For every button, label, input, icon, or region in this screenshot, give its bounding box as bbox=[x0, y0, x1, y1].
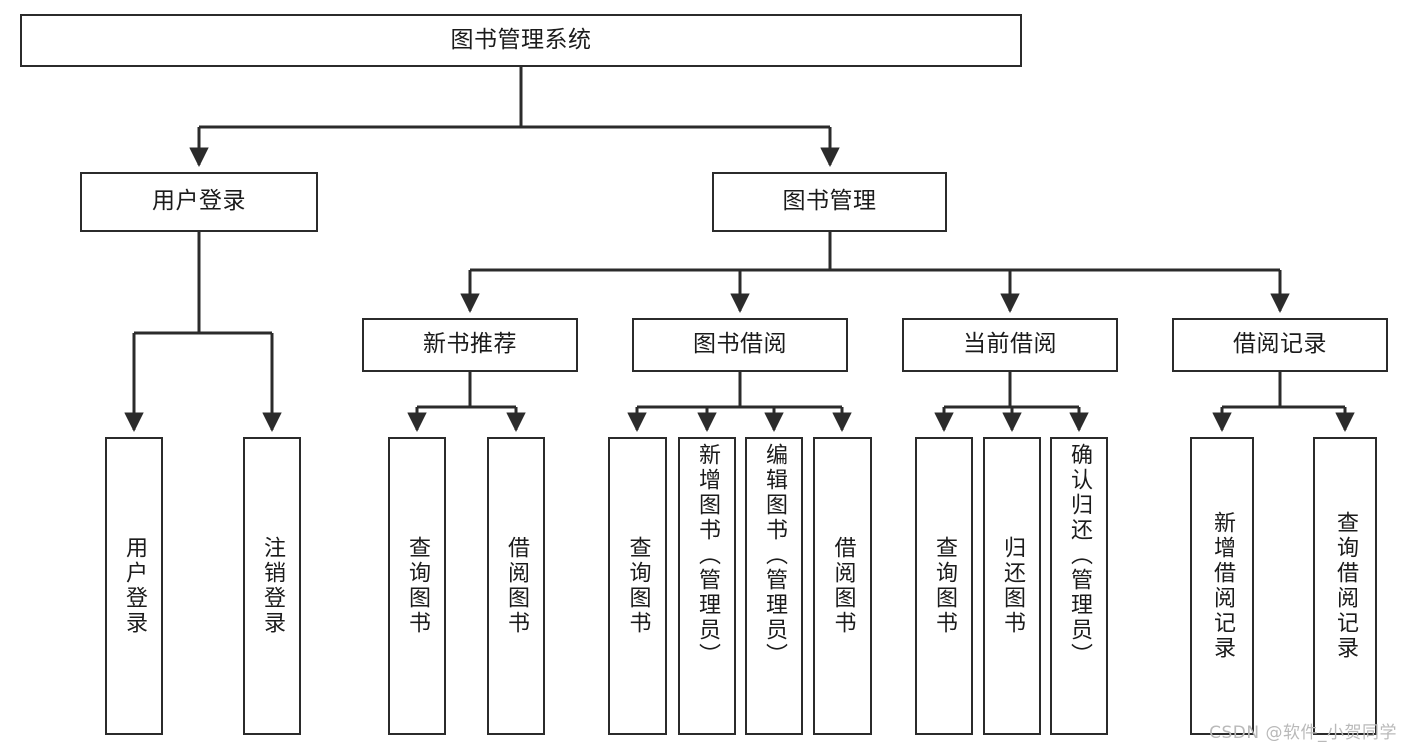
node-label: 新书推荐 bbox=[423, 331, 517, 358]
node-user-login[interactable]: 用户登录 bbox=[80, 172, 318, 232]
node-label: 归还图书 bbox=[1000, 536, 1025, 636]
node-label: 图书借阅 bbox=[693, 331, 787, 358]
node-label: 图书管理 bbox=[782, 188, 877, 215]
node-leaf-query-book-3[interactable]: 查询图书 bbox=[915, 437, 973, 735]
node-leaf-add-book-admin[interactable]: 新增图书（管理员） bbox=[678, 437, 736, 735]
node-label: 用户登录 bbox=[152, 188, 246, 215]
node-label: 编辑图书（管理员） bbox=[762, 443, 787, 668]
node-label: 借阅图书 bbox=[504, 536, 529, 636]
node-book-borrow[interactable]: 图书借阅 bbox=[632, 318, 848, 372]
node-current-borrow[interactable]: 当前借阅 bbox=[902, 318, 1118, 372]
node-label: 查询图书 bbox=[625, 536, 651, 636]
node-leaf-add-borrow-record[interactable]: 新增借阅记录 bbox=[1190, 437, 1254, 735]
node-new-book-recommend[interactable]: 新书推荐 bbox=[362, 318, 578, 372]
node-label: 借阅图书 bbox=[830, 536, 856, 636]
node-leaf-query-book-2[interactable]: 查询图书 bbox=[608, 437, 667, 735]
watermark-text: CSDN @软件_小贺同学 bbox=[1209, 723, 1397, 743]
node-root-book-management-system[interactable]: 图书管理系统 bbox=[20, 14, 1022, 67]
node-borrow-record[interactable]: 借阅记录 bbox=[1172, 318, 1388, 372]
node-leaf-logout[interactable]: 注销登录 bbox=[243, 437, 301, 735]
node-label: 借阅记录 bbox=[1233, 331, 1327, 358]
node-leaf-confirm-return-admin[interactable]: 确认归还（管理员） bbox=[1050, 437, 1108, 735]
node-label: 当前借阅 bbox=[963, 331, 1057, 358]
node-label: 图书管理系统 bbox=[450, 26, 592, 53]
node-label: 查询图书 bbox=[932, 536, 957, 636]
node-label: 查询图书 bbox=[405, 536, 430, 636]
node-label: 新增借阅记录 bbox=[1210, 511, 1235, 661]
node-label: 查询借阅记录 bbox=[1333, 511, 1358, 661]
node-label: 新增图书（管理员） bbox=[695, 443, 720, 668]
node-leaf-edit-book-admin[interactable]: 编辑图书（管理员） bbox=[745, 437, 803, 735]
node-leaf-query-book-1[interactable]: 查询图书 bbox=[388, 437, 446, 735]
node-label: 确认归还（管理员） bbox=[1067, 443, 1092, 668]
node-leaf-borrow-book-1[interactable]: 借阅图书 bbox=[487, 437, 545, 735]
node-leaf-return-book[interactable]: 归还图书 bbox=[983, 437, 1041, 735]
node-leaf-query-borrow-record[interactable]: 查询借阅记录 bbox=[1313, 437, 1377, 735]
node-leaf-borrow-book-2[interactable]: 借阅图书 bbox=[813, 437, 872, 735]
node-leaf-user-login[interactable]: 用户登录 bbox=[105, 437, 163, 735]
node-label: 注销登录 bbox=[260, 536, 285, 636]
node-label: 用户登录 bbox=[122, 536, 147, 636]
node-book-management[interactable]: 图书管理 bbox=[712, 172, 947, 232]
